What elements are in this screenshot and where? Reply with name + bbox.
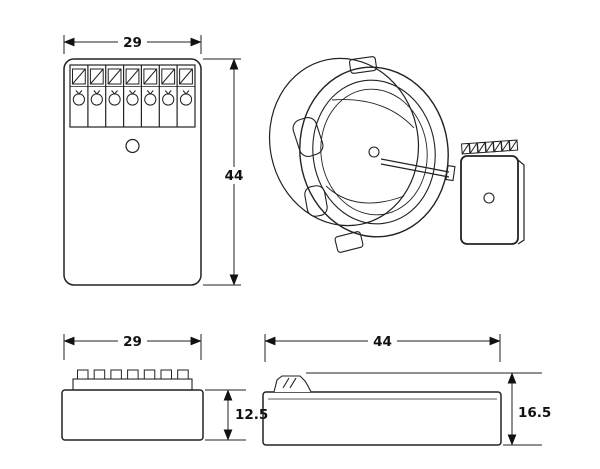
front-width-label: 29 (123, 35, 142, 51)
mini-module-3d (460, 139, 525, 245)
terminal-block (69, 64, 196, 128)
screw-hub (368, 146, 380, 158)
interior-detail (325, 185, 405, 204)
side-width-label: 44 (373, 334, 392, 350)
side-view: 44 16.5 (262, 333, 551, 446)
flush-box-illustration (268, 56, 525, 253)
screw-shaft (380, 163, 450, 178)
screw-shaft (380, 158, 450, 173)
end-housing (61, 389, 204, 441)
box-back-rim (268, 57, 420, 227)
module-front-outline (63, 58, 202, 286)
mini-module-button (483, 192, 495, 204)
interior-detail (331, 99, 415, 129)
box-inner-wall (320, 88, 428, 216)
side-height-dimension: 16.5 (306, 372, 551, 446)
end-height-dimension: 12.5 (205, 389, 268, 441)
side-housing (262, 391, 502, 446)
cable-knockout (304, 185, 328, 217)
end-width-label: 29 (123, 334, 142, 350)
side-height-label: 16.5 (518, 405, 551, 421)
end-terminal-strip (72, 369, 193, 391)
retaining-clip (273, 375, 312, 393)
end-width-dimension: 29 (63, 333, 202, 360)
box-inner-rim (312, 79, 436, 225)
front-view: 29 44 (63, 34, 249, 286)
end-view: 29 12.5 (61, 333, 268, 441)
fixing-tab-top (348, 56, 378, 74)
box-outer-rim (299, 66, 449, 238)
end-height-label: 12.5 (235, 407, 268, 423)
mini-module-side-face (517, 159, 525, 245)
cable-knockout (292, 117, 324, 157)
front-height-dimension: 44 (203, 58, 249, 286)
fixing-tab-bottom (334, 231, 364, 253)
mini-module-body (460, 155, 519, 245)
side-width-dimension: 44 (264, 333, 501, 362)
screw-head (445, 165, 456, 182)
front-height-label: 44 (225, 168, 244, 184)
button-circle (125, 138, 140, 154)
front-width-dimension: 29 (63, 34, 202, 54)
